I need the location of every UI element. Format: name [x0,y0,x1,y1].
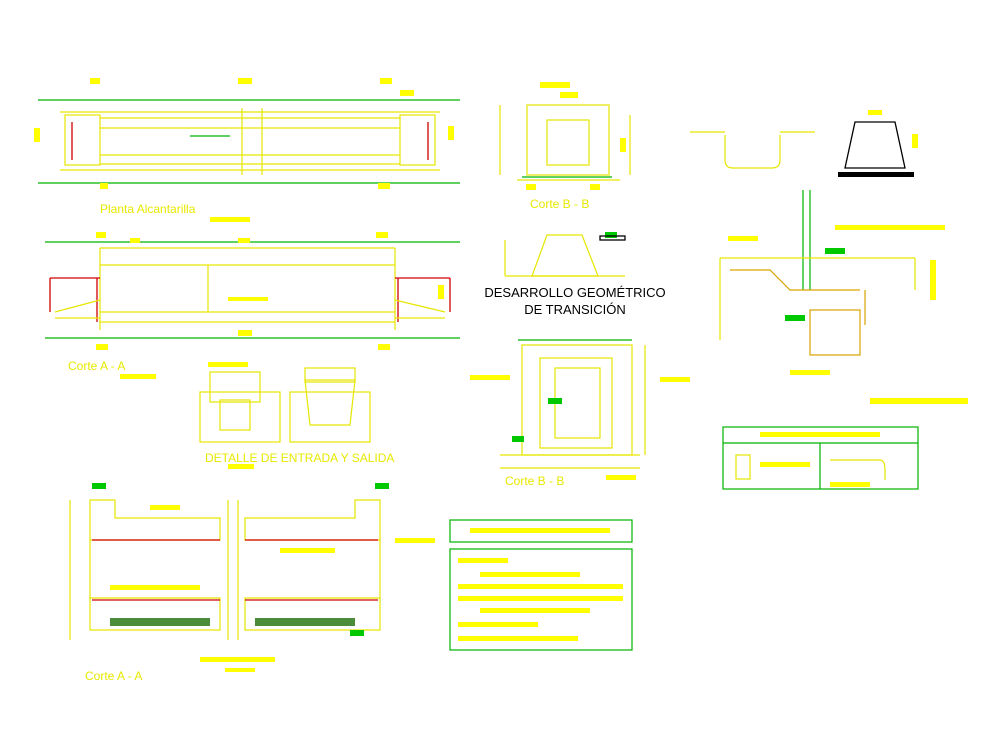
planta-alcantarilla-title: Planta Alcantarilla [100,202,196,216]
corte-bb-mid-title: Corte B - B [505,474,564,488]
right-details-view [690,110,968,404]
corte-bb-mid-view: Corte B - B [470,339,690,488]
corte-aa-bottom-title: Corte A - A [85,669,142,683]
planta-alcantarilla-view: Planta Alcantarilla [34,78,460,222]
detalle-entrada-salida-title: DETALLE DE ENTRADA Y SALIDA [205,451,394,465]
corte-bb-top-title: Corte B - B [530,197,589,211]
desarrollo-geometrico-view: DESARROLLO GEOMÉTRICO DE TRANSICIÓN [484,232,666,317]
corte-aa-top-title: Corte A - A [68,359,125,373]
reinforcement-table [722,426,919,490]
desarrollo-geometrico-title: DESARROLLO GEOMÉTRICO [484,285,665,300]
notes-boxes [449,519,633,651]
corte-aa-bottom-view: Corte A - A [69,483,435,683]
desarrollo-transicion-title: DE TRANSICIÓN [524,302,626,317]
corte-bb-top-view: Corte B - B [499,82,631,211]
corte-aa-top-view: Corte A - A [45,232,460,379]
detalle-entrada-salida-view: DETALLE DE ENTRADA Y SALIDA [199,362,394,469]
